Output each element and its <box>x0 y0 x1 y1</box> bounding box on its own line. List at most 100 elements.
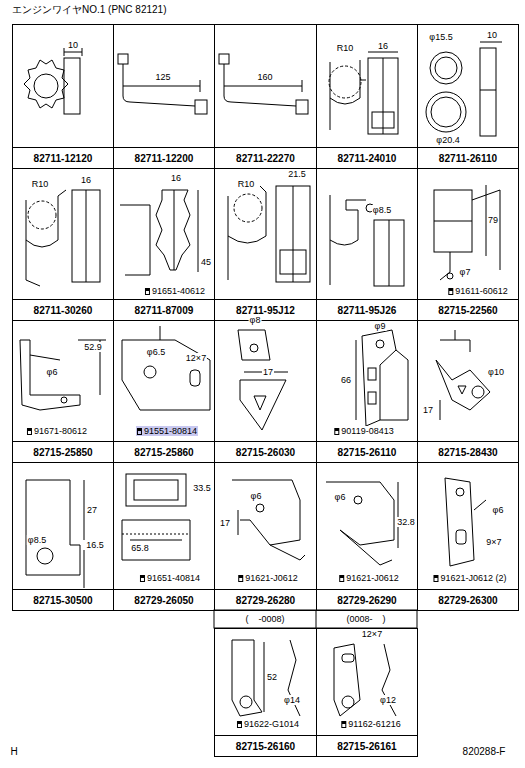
dimension-label: φ7 <box>459 267 472 277</box>
part-number: 82711-12200 <box>114 147 214 168</box>
part-number: 82711-22270 <box>215 147 316 168</box>
dimension-label: R10 <box>336 43 355 53</box>
dimension-label: 65.8 <box>130 543 150 553</box>
dimension-label: 27 <box>86 505 98 515</box>
dimension-label: 52 <box>266 672 278 682</box>
part-number: 82711-26110 <box>418 147 518 168</box>
header-strip <box>214 610 417 628</box>
dimension-label: φ6 <box>492 505 505 515</box>
dimension-label: φ6 <box>46 367 59 377</box>
part-number: 82715-26160 <box>215 735 316 756</box>
dimension-label: 21.5 <box>287 169 307 179</box>
part-number: 82729-26050 <box>114 589 214 610</box>
dimension-label: φ14 <box>283 695 301 705</box>
part-cell: 82711-22270 <box>214 24 317 169</box>
dimension-label: φ8.5 <box>27 535 47 545</box>
part-number: 82711-24010 <box>317 147 417 168</box>
part-cell: 82715-26110 <box>316 320 418 463</box>
bolt-part-number: 91621-J0612 <box>237 573 299 583</box>
part-number: 82711-30260 <box>13 299 113 320</box>
part-number: 82729-26300 <box>418 589 518 610</box>
bolt-part-number: 91551-80814 <box>136 426 198 436</box>
dimension-label: 17 <box>262 367 274 377</box>
dimension-label: 33.5 <box>192 483 212 493</box>
dimension-label: 16.5 <box>85 540 105 550</box>
dimension-label: φ12 <box>379 695 397 705</box>
part-number: 82715-22560 <box>418 299 518 320</box>
dimension-label: R10 <box>237 179 256 189</box>
dimension-label: R10 <box>31 179 50 189</box>
part-number: 82711-87009 <box>114 299 214 320</box>
dimension-label: 10 <box>67 40 79 50</box>
page-title: エンジンワイヤNO.1 (PNC 82121) <box>12 3 166 17</box>
part-number: 82715-25850 <box>13 441 113 462</box>
bolt-part-number: 91671-80612 <box>26 426 88 436</box>
dimension-label: 17 <box>422 405 434 415</box>
part-number: 82729-26290 <box>317 589 417 610</box>
page-code: H <box>9 747 18 757</box>
part-number: 82711-95J26 <box>317 299 417 320</box>
dimension-label: φ15.5 <box>428 32 453 42</box>
part-cell: 82715-28430 <box>417 320 519 463</box>
dimension-label: φ20.4 <box>435 135 460 145</box>
page-code: 820288-F <box>462 747 507 757</box>
part-number: 82715-25860 <box>114 441 214 462</box>
dimension-label: 16 <box>170 173 182 183</box>
part-cell: 82711-95J26 <box>316 168 418 321</box>
dimension-label: φ6 <box>250 491 263 501</box>
dimension-label: φ6.5 <box>146 347 166 357</box>
dimension-label: (0008- ) <box>345 614 386 624</box>
bolt-part-number: 90119-08413 <box>333 426 394 436</box>
part-number: 82715-28430 <box>418 441 518 462</box>
dimension-label: 12×7 <box>185 353 207 363</box>
bolt-part-number: 91622-G1014 <box>236 719 300 729</box>
bolt-part-number: 91651-40612 <box>144 286 206 296</box>
part-cell: 82729-26290 <box>316 462 418 611</box>
dimension-label: 125 <box>154 72 171 82</box>
dimension-label: φ8 <box>249 315 262 325</box>
part-number: 82715-26161 <box>317 735 417 756</box>
dimension-label: 12×7 <box>361 629 383 639</box>
bolt-part-number: 91621-J0612 <box>338 573 400 583</box>
part-number: 82729-26280 <box>215 589 316 610</box>
part-cell: 82711-12200 <box>113 24 215 169</box>
part-cell: 82715-25860 <box>113 320 215 463</box>
part-cell: 82711-30260 <box>12 168 114 321</box>
part-cell: 82711-12120 <box>12 24 114 169</box>
dimension-label: 160 <box>256 72 273 82</box>
bolt-part-number: 91621-J0612 (2) <box>432 573 507 583</box>
bolt-part-number: 91651-40814 <box>139 573 201 583</box>
dimension-label: 10 <box>486 30 498 40</box>
dimension-label: 9×7 <box>485 537 502 547</box>
part-cell: 82729-26280 <box>214 462 317 611</box>
part-cell: 82715-22560 <box>417 168 519 321</box>
dimension-label: 32.8 <box>396 517 416 527</box>
bolt-part-number: 91611-60612 <box>447 286 508 296</box>
dimension-label: ( -0008) <box>244 614 285 624</box>
dimension-label: φ10 <box>487 367 505 377</box>
dimension-label: φ9 <box>374 321 387 331</box>
part-cell: 82711-26110 <box>417 24 519 169</box>
dimension-label: 45 <box>200 257 212 267</box>
part-cell: 82715-26161 <box>316 628 418 757</box>
part-number: 82711-12120 <box>13 147 113 168</box>
dimension-label: 17 <box>219 518 231 528</box>
dimension-label: 79 <box>487 215 499 225</box>
dimension-label: 16 <box>80 175 92 185</box>
part-cell: 82715-26030 <box>214 320 317 463</box>
part-number: 82715-26030 <box>215 441 316 462</box>
part-number: 82711-95J12 <box>215 299 316 320</box>
part-cell: 82715-26160 <box>214 628 317 757</box>
part-cell: 82729-26300 <box>417 462 519 611</box>
part-number: 82715-30500 <box>13 589 113 610</box>
part-cell: 82711-24010 <box>316 24 418 169</box>
dimension-label: 52.9 <box>83 342 103 352</box>
dimension-label: 66 <box>340 375 352 385</box>
dimension-label: φ8.5 <box>372 205 392 215</box>
dimension-label: 16 <box>377 41 389 51</box>
dimension-label: φ6 <box>334 492 347 502</box>
part-number: 82715-26110 <box>317 441 417 462</box>
bolt-part-number: 91162-61216 <box>340 719 401 729</box>
part-cell: 82711-87009 <box>113 168 215 321</box>
